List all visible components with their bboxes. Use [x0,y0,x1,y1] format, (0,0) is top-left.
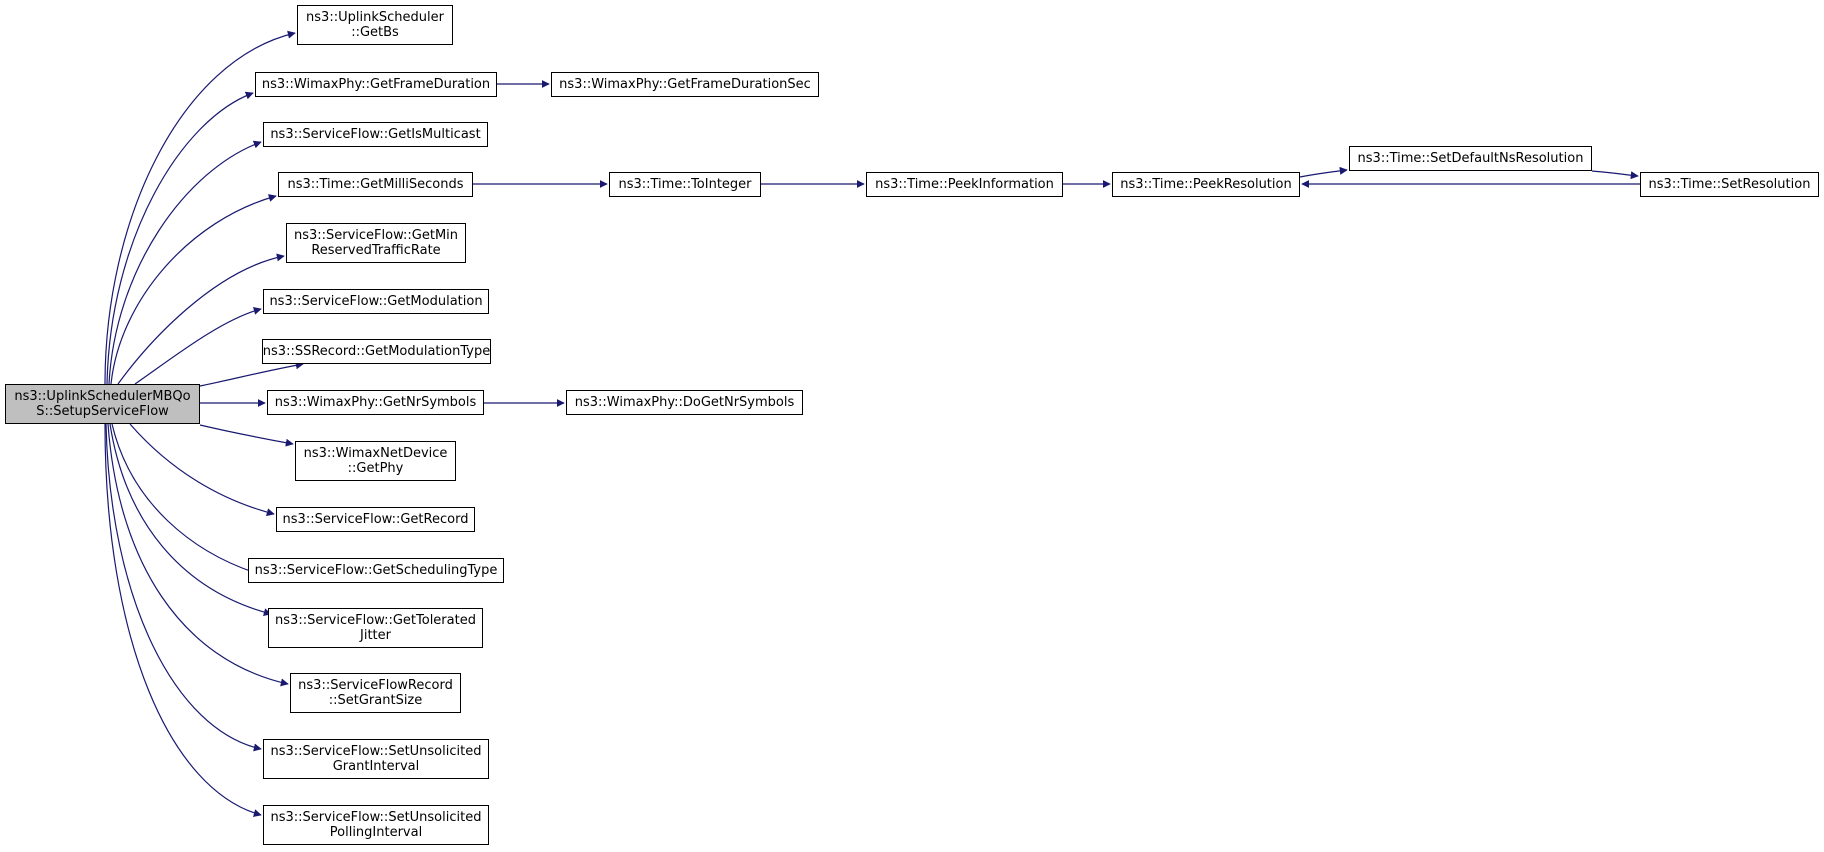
edge-root-to-get-min-reserved [117,253,285,385]
node-label-line1: ns3::ServiceFlow::GetTolerated [275,613,476,628]
edge-root-to-set-grant-size [107,423,289,687]
node-get-record[interactable]: ns3::ServiceFlow::GetRecord [276,507,475,532]
node-label-line1: ns3::WimaxNetDevice [303,446,448,461]
edge-root-to-set-unsolicited-grant [105,423,262,752]
node-peek-information[interactable]: ns3::Time::PeekInformation [866,172,1063,197]
node-label: ns3::Time::SetDefaultNsResolution [1357,151,1584,166]
node-label-line1: ns3::UplinkScheduler [306,10,444,25]
node-get-nr-symbols[interactable]: ns3::WimaxPhy::GetNrSymbols [267,390,484,415]
node-to-integer[interactable]: ns3::Time::ToInteger [609,172,761,197]
edge-root-to-get-modulation-type [199,361,304,387]
node-wimax-net-device-getphy[interactable]: ns3::WimaxNetDevice ::GetPhy [295,441,456,481]
node-label-line2: S::SetupServiceFlow [36,404,169,419]
node-label-line2: GrantInterval [332,759,420,774]
edge-root-to-get-phy [199,424,294,447]
node-set-unsolicited-polling-interval[interactable]: ns3::ServiceFlow::SetUnsolicited Polling… [263,805,489,845]
edge-peek-resolution-to-set-default-ns [1299,166,1348,178]
node-label: ns3::Time::PeekInformation [875,177,1054,192]
node-label: ns3::Time::ToInteger [618,177,752,192]
node-set-default-ns-resolution[interactable]: ns3::Time::SetDefaultNsResolution [1349,146,1592,171]
node-label: ns3::Time::GetMilliSeconds [287,177,464,192]
node-label-line2: ::GetPhy [347,461,404,476]
edge-set-default-ns-to-set-resolution [1591,170,1639,180]
node-label: ns3::ServiceFlow::GetSchedulingType [254,563,498,578]
node-get-is-multicast[interactable]: ns3::ServiceFlow::GetIsMulticast [263,122,488,147]
node-label: ns3::WimaxPhy::GetNrSymbols [274,395,477,410]
edge-root-to-uplink-getbs [104,30,296,385]
node-label: ns3::Time::SetResolution [1648,177,1811,192]
node-label: ns3::WimaxPhy::DoGetNrSymbols [574,395,795,410]
node-label-line2: ::SetGrantSize [328,693,423,708]
node-label: ns3::WimaxPhy::GetFrameDurationSec [559,77,811,92]
node-get-min-reserved-traffic-rate[interactable]: ns3::ServiceFlow::GetMin ReservedTraffic… [286,223,466,263]
node-label: ns3::ServiceFlow::GetIsMulticast [270,127,481,142]
node-get-milliseconds[interactable]: ns3::Time::GetMilliSeconds [278,172,473,197]
node-label: ns3::Time::PeekResolution [1120,177,1292,192]
node-label: ns3::ServiceFlow::GetModulation [269,294,483,309]
node-label: ns3::ServiceFlow::GetRecord [282,512,469,527]
node-label-line2: PollingInterval [329,825,423,840]
node-uplink-scheduler-getbs[interactable]: ns3::UplinkScheduler ::GetBs [297,5,453,45]
node-label-line1: ns3::ServiceFlowRecord [298,678,453,693]
node-do-get-nr-symbols[interactable]: ns3::WimaxPhy::DoGetNrSymbols [566,390,803,415]
edge-root-to-get-modulation [134,307,262,385]
node-set-grant-size[interactable]: ns3::ServiceFlowRecord ::SetGrantSize [290,673,461,713]
node-label-line1: ns3::ServiceFlow::GetMin [293,228,459,243]
node-get-tolerated-jitter[interactable]: ns3::ServiceFlow::GetTolerated Jitter [268,608,483,648]
node-label-line2: ReservedTrafficRate [311,243,441,258]
node-label-line2: Jitter [360,628,391,643]
edge-root-to-get-tolerated-jitter [109,423,272,617]
edge-root-to-set-unsolicited-polling [104,423,262,817]
edge-root-to-get-record [129,423,275,517]
edge-root-to-get-scheduling-type [111,423,270,579]
edge-root-to-get-frame-duration [106,91,254,385]
node-label: ns3::SSRecord::GetModulationType [262,344,491,359]
node-label-line1: ns3::ServiceFlow::SetUnsolicited [270,810,482,825]
node-label-line1: ns3::UplinkSchedulerMBQo [14,389,191,404]
node-get-modulation[interactable]: ns3::ServiceFlow::GetModulation [263,289,489,314]
node-get-modulation-type[interactable]: ns3::SSRecord::GetModulationType [262,339,491,364]
node-set-resolution[interactable]: ns3::Time::SetResolution [1640,172,1819,197]
edge-root-to-get-is-multicast [108,140,262,385]
edge-root-to-get-milliseconds [110,194,277,385]
node-get-scheduling-type[interactable]: ns3::ServiceFlow::GetSchedulingType [248,558,504,583]
node-peek-resolution[interactable]: ns3::Time::PeekResolution [1112,172,1300,197]
node-label-line1: ns3::ServiceFlow::SetUnsolicited [270,744,482,759]
node-set-unsolicited-grant-interval[interactable]: ns3::ServiceFlow::SetUnsolicited GrantIn… [263,739,489,779]
node-root-setup-service-flow: ns3::UplinkSchedulerMBQo S::SetupService… [5,384,200,424]
node-label: ns3::WimaxPhy::GetFrameDuration [261,77,491,92]
node-get-frame-duration[interactable]: ns3::WimaxPhy::GetFrameDuration [255,72,497,97]
node-get-frame-duration-sec[interactable]: ns3::WimaxPhy::GetFrameDurationSec [551,72,819,97]
node-label-line2: ::GetBs [351,25,399,40]
